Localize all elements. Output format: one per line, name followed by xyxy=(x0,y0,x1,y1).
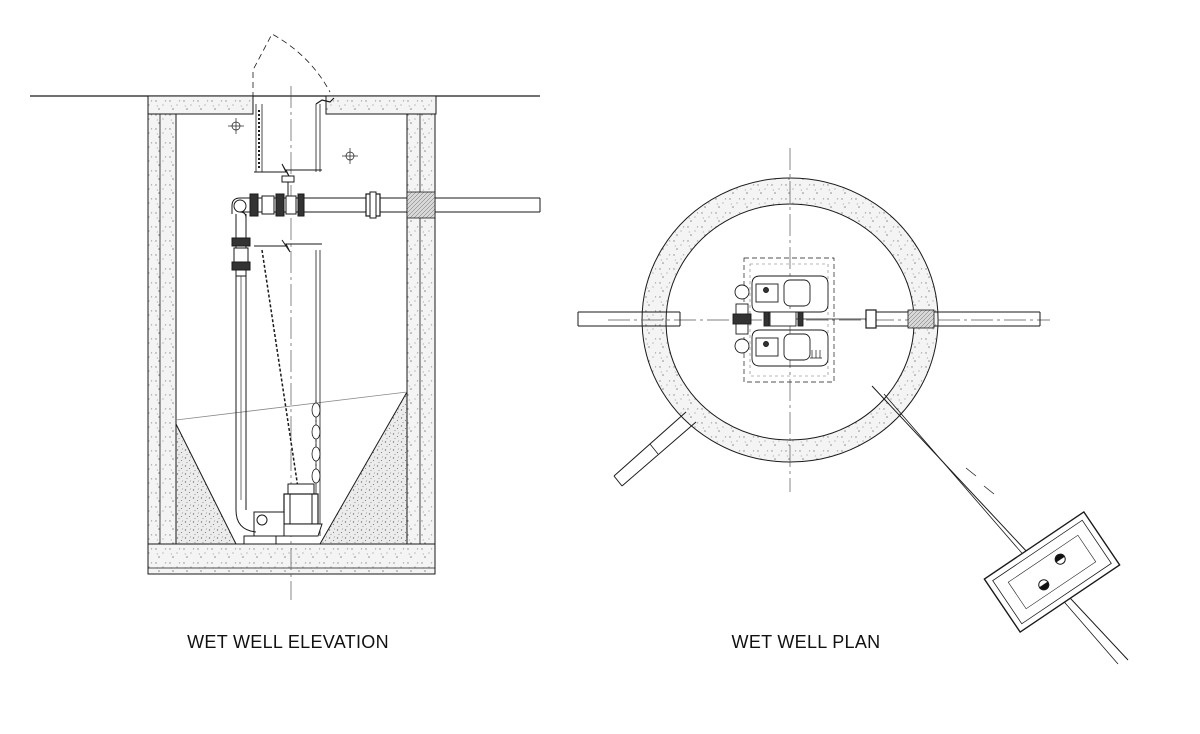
crosshair-markers xyxy=(228,118,358,164)
submersible-pump xyxy=(235,483,323,545)
gate-valve xyxy=(281,175,305,217)
hatch-frame xyxy=(315,97,335,105)
left-wall xyxy=(147,113,177,545)
bottom-slab xyxy=(147,543,436,575)
duplex-pumps-plan xyxy=(732,275,829,367)
conduit-right-plan xyxy=(871,385,1129,665)
right-benching xyxy=(319,390,408,545)
right-wall xyxy=(406,113,436,545)
water-level-line xyxy=(175,391,408,421)
upper-guide-rails xyxy=(254,104,322,536)
wet-well-ring xyxy=(641,177,939,463)
wet-well-plan-view xyxy=(577,148,1129,665)
hatch-outline-outer xyxy=(743,257,835,383)
float-switches xyxy=(311,400,321,484)
discharge-riser xyxy=(231,214,251,510)
wet-well-elevation-view xyxy=(30,33,541,600)
discharge-pipe xyxy=(231,175,541,219)
elevation-caption: WET WELL ELEVATION xyxy=(187,632,389,652)
hatch-door-swing xyxy=(252,33,331,98)
plan-caption: WET WELL PLAN xyxy=(731,632,881,652)
influent-pipe-plan xyxy=(577,311,681,327)
top-slab xyxy=(147,95,437,115)
float-chain xyxy=(261,249,299,489)
conduit-left-plan xyxy=(613,411,697,487)
valve-vault-plan xyxy=(983,510,1121,634)
discharge-pipe-plan xyxy=(790,309,1041,329)
check-valve xyxy=(249,193,285,217)
left-benching xyxy=(175,423,237,545)
